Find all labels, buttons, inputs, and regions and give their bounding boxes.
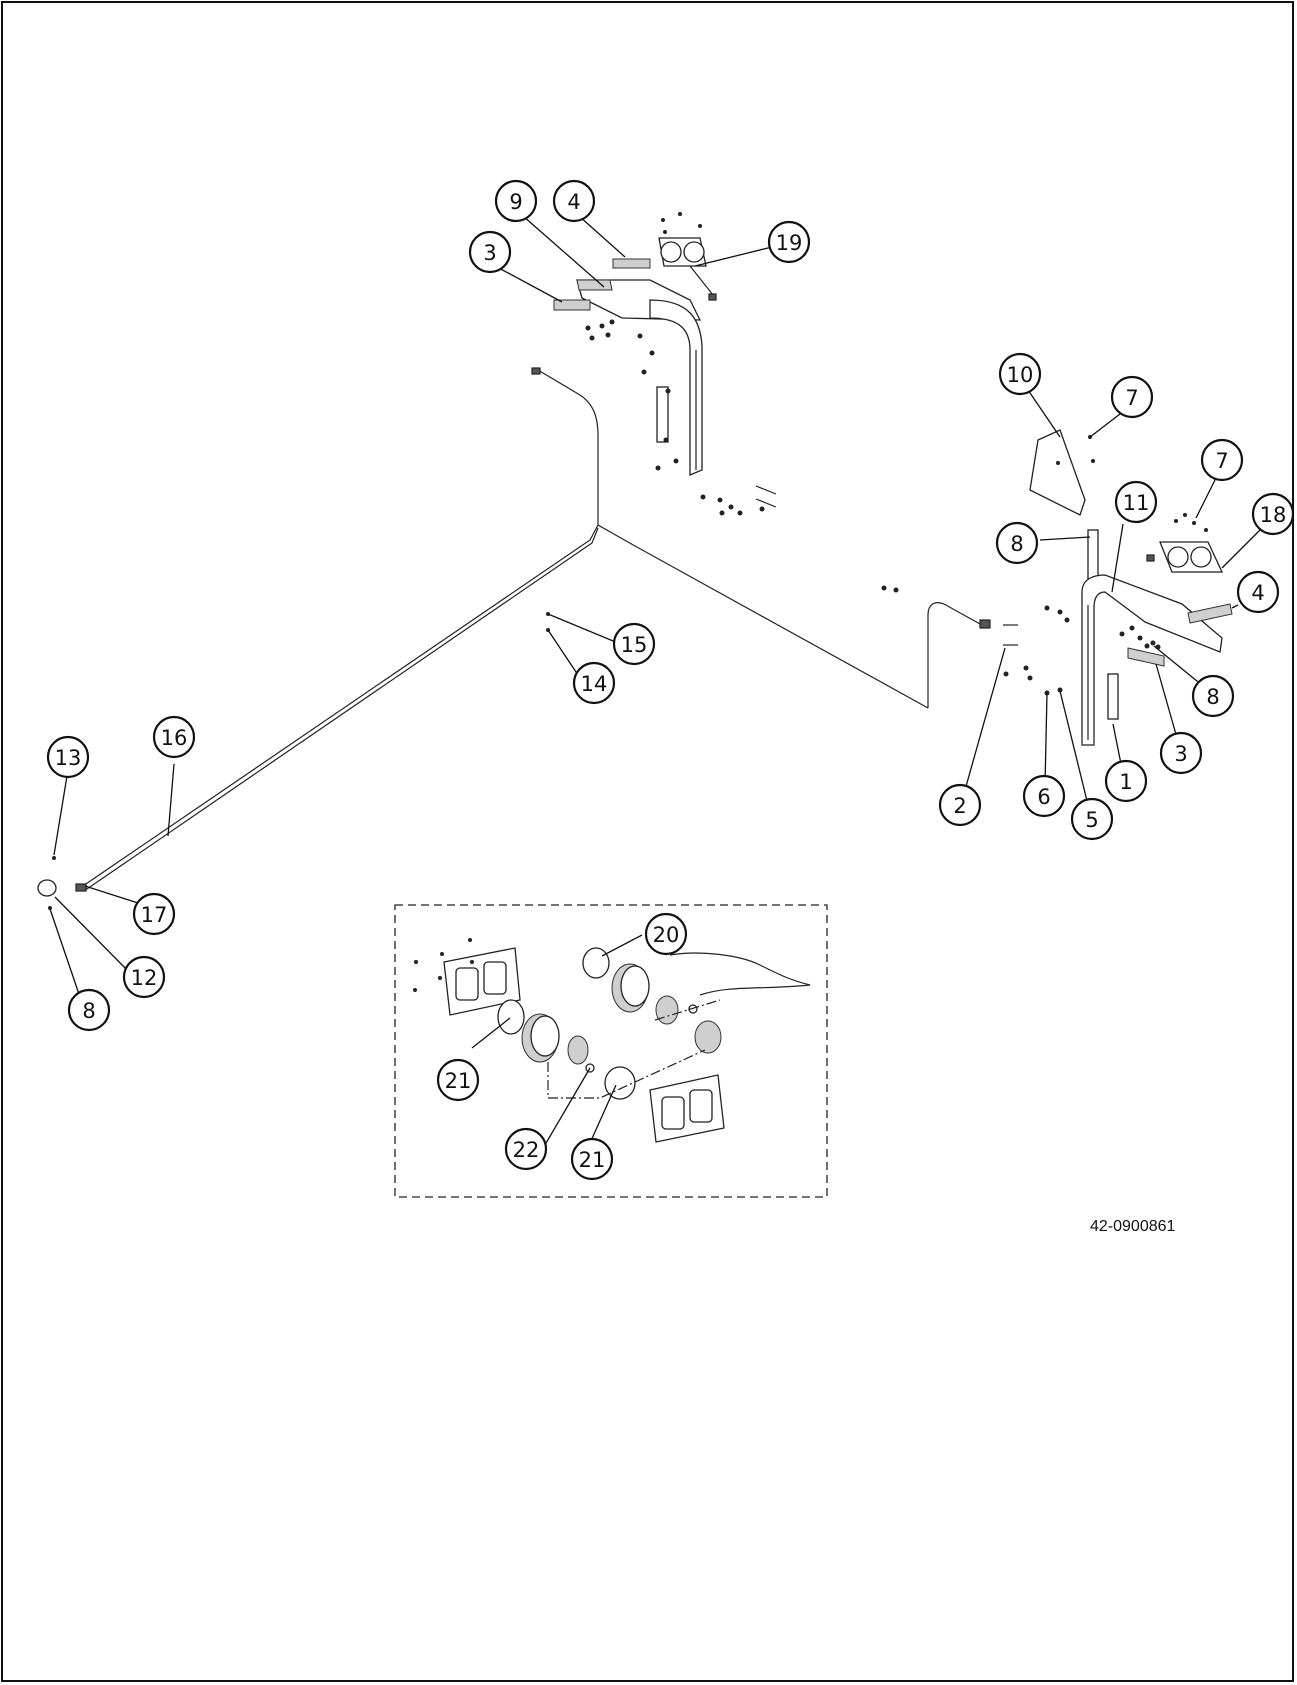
callout-21b-label: 21 (579, 1148, 606, 1172)
callout-6-label: 6 (1037, 785, 1050, 809)
callout-20-label: 20 (653, 923, 680, 947)
leader-lines (49, 215, 1263, 1151)
callout-11-label: 11 (1123, 491, 1150, 515)
callout-20: 20 (644, 912, 688, 956)
reflector-plate (1029, 429, 1086, 516)
right-bracket-assembly (881, 429, 1233, 746)
callout-8b: 8 (1191, 674, 1235, 718)
callout-4b: 4 (1236, 570, 1280, 614)
lens-20 (582, 947, 610, 979)
callout-3b: 3 (1159, 731, 1203, 775)
callout-10-label: 10 (1007, 363, 1034, 387)
callout-5: 5 (1070, 797, 1114, 841)
callout-5-label: 5 (1085, 808, 1098, 832)
callout-19: 19 (767, 220, 811, 264)
bracket-end-cap (576, 279, 613, 291)
callout-8c: 8 (67, 988, 111, 1032)
callout-9: 9 (494, 179, 538, 223)
inset-border (394, 904, 828, 1198)
callout-18: 18 (1251, 492, 1295, 536)
callout-8b-label: 8 (1206, 685, 1219, 709)
bracket-arm (649, 299, 703, 476)
callout-2: 2 (938, 783, 982, 827)
callout-16-label: 16 (161, 726, 188, 750)
upper-bracket-assembly (553, 212, 777, 516)
callout-8a: 8 (995, 521, 1039, 565)
callout-7b: 7 (1200, 438, 1244, 482)
lens-21b (604, 1066, 636, 1100)
decal-3-upper (553, 299, 591, 311)
callout-10: 10 (998, 352, 1042, 396)
callout-21b: 21 (570, 1137, 614, 1181)
callout-1: 1 (1104, 759, 1148, 803)
callout-18-label: 18 (1260, 503, 1287, 527)
callout-8c-label: 8 (82, 999, 95, 1023)
callout-3b-label: 3 (1174, 742, 1187, 766)
callout-19-label: 19 (776, 231, 803, 255)
callout-14-label: 14 (581, 672, 608, 696)
callout-16: 16 (152, 715, 196, 759)
callout-6: 6 (1022, 774, 1066, 818)
callout-1-label: 1 (1119, 770, 1132, 794)
callout-14: 14 (572, 661, 616, 705)
callout-13: 13 (46, 735, 90, 779)
mounting-plate (656, 386, 669, 443)
connector-17 (75, 883, 87, 892)
document-number: 42-0900861 (1090, 1218, 1176, 1235)
callout-13-label: 13 (55, 746, 82, 770)
decal-4-right (1187, 603, 1233, 624)
callout-7b-label: 7 (1215, 449, 1228, 473)
detail-inset (394, 904, 828, 1198)
callout-7-label: 7 (1125, 386, 1138, 410)
inset-housing-right (649, 1074, 725, 1143)
callout-21a-label: 21 (445, 1069, 472, 1093)
callout-3: 3 (468, 230, 512, 274)
callout-4: 4 (552, 179, 596, 223)
callout-15-label: 15 (621, 633, 648, 657)
decal-4-upper (612, 258, 651, 269)
callout-7: 7 (1110, 375, 1154, 419)
callout-12: 12 (122, 955, 166, 999)
lamp-12 (37, 879, 57, 897)
lens-21a (497, 999, 525, 1035)
wiring-harness (79, 367, 991, 892)
callout-17-label: 17 (141, 903, 168, 927)
right-bracket-arm (1081, 574, 1223, 746)
right-mounting-plate (1107, 673, 1119, 720)
decal-3-right (1127, 647, 1165, 667)
callout-2-label: 2 (953, 794, 966, 818)
callout-17: 17 (132, 892, 176, 936)
lower-left-lamp (37, 612, 550, 910)
callout-15: 15 (612, 622, 656, 666)
callout-9-label: 9 (509, 190, 522, 214)
callout-22-label: 22 (513, 1138, 540, 1162)
callout-22: 22 (504, 1127, 548, 1171)
callout-4b-label: 4 (1251, 581, 1264, 605)
callout-4-label: 4 (567, 190, 580, 214)
callout-8a-label: 8 (1010, 532, 1023, 556)
callout-21a: 21 (436, 1058, 480, 1102)
callout-11: 11 (1114, 480, 1158, 524)
callout-12-label: 12 (131, 966, 158, 990)
callout-3-label: 3 (483, 241, 496, 265)
